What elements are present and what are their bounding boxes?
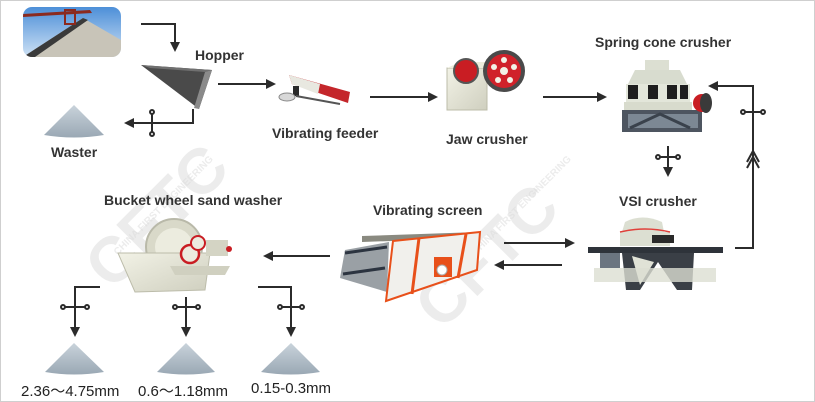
- arrow-washer-to-product-3: [258, 286, 296, 337]
- vibrating-feeder-label: Vibrating feeder: [272, 125, 379, 141]
- arrow-raw-to-hopper: [141, 23, 180, 52]
- product-size-label: 0.15-0.3mm: [251, 380, 332, 397]
- arrow-vsi-to-cone: [708, 81, 754, 249]
- jaw-crusher-label: Jaw crusher: [446, 131, 528, 147]
- gate-valve-icon: [149, 109, 155, 137]
- gate-valve-icon: [60, 304, 90, 310]
- arrow-washer-to-product-1: [70, 286, 100, 337]
- gate-valve-icon: [740, 109, 766, 115]
- vibrating-screen-icon: [340, 230, 482, 303]
- vibrating-screen-label: Vibrating screen: [373, 202, 483, 218]
- gate-valve-icon: [172, 304, 201, 310]
- vsi-crusher-icon: [588, 217, 723, 290]
- raw-material-image: [23, 7, 121, 57]
- vsi-crusher-label: VSI crusher: [619, 193, 697, 209]
- bucket-wheel-sand-washer-label: Bucket wheel sand washer: [104, 192, 283, 208]
- product-size-label: 2.36～4.75mm: [21, 383, 120, 400]
- hopper-icon: [141, 65, 212, 109]
- waster-label: Waster: [51, 144, 98, 160]
- gate-valve-icon: [277, 304, 305, 310]
- product-size-label: 0.6～1.18mm: [138, 383, 229, 400]
- bucket-wheel-sand-washer-icon: [117, 218, 232, 293]
- product-pile-icon: [157, 343, 215, 375]
- gate-valve-icon: [655, 154, 681, 160]
- spring-cone-crusher-icon: [622, 60, 712, 132]
- product-pile-icon: [45, 343, 104, 375]
- chevron-up-icon: [746, 148, 760, 169]
- jaw-crusher-icon: [446, 50, 525, 111]
- arrow-hopper-to-waster: [124, 109, 194, 128]
- spring-cone-crusher-label: Spring cone crusher: [595, 34, 732, 50]
- vibrating-feeder-icon: [278, 75, 350, 105]
- product-pile-icon: [261, 343, 320, 375]
- hopper-label: Hopper: [195, 47, 244, 63]
- waster-pile-icon: [44, 105, 104, 138]
